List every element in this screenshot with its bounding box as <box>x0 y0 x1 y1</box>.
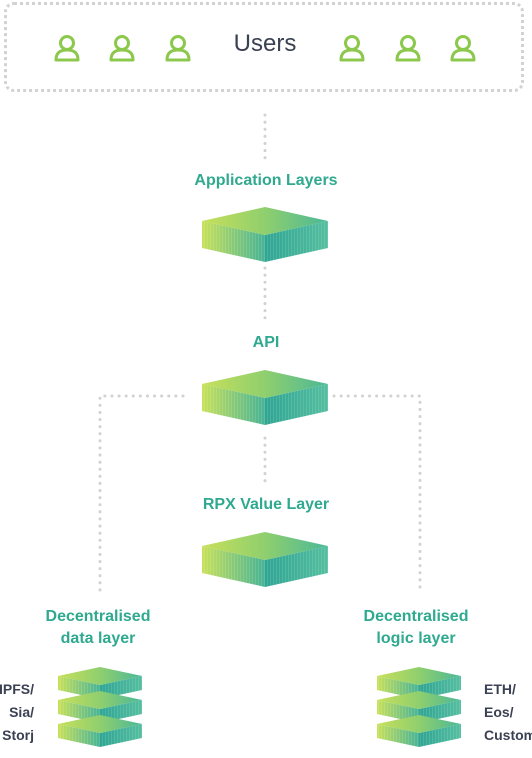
logic-layer-label: Decentralised logic layer <box>363 608 469 647</box>
api-label: API <box>252 334 280 351</box>
connector-api-data <box>98 394 185 596</box>
user-icon <box>395 35 421 62</box>
data-layer-label: Decentralised data layer <box>45 608 151 647</box>
connector-api-logic <box>332 394 422 596</box>
layer-block-icon <box>202 532 328 587</box>
user-icon <box>339 35 365 62</box>
user-icon <box>450 35 476 62</box>
layer-block-icon <box>202 207 328 262</box>
value-layer-label: RPX Value Layer <box>202 496 330 513</box>
user-icon <box>165 35 191 62</box>
users-container <box>4 2 524 92</box>
user-icon <box>54 35 80 62</box>
application-layers-label: Application Layers <box>194 172 338 189</box>
layer-block-icon <box>202 370 328 425</box>
storage-list: IPFS/ Sia/ Storj <box>0 681 34 743</box>
chain-block-icon <box>377 715 461 747</box>
chain-list: ETH/ Eos/ Custom <box>484 681 532 743</box>
storage-block-icon <box>58 715 142 747</box>
user-icon <box>109 35 135 62</box>
users-label: Users <box>233 30 297 57</box>
